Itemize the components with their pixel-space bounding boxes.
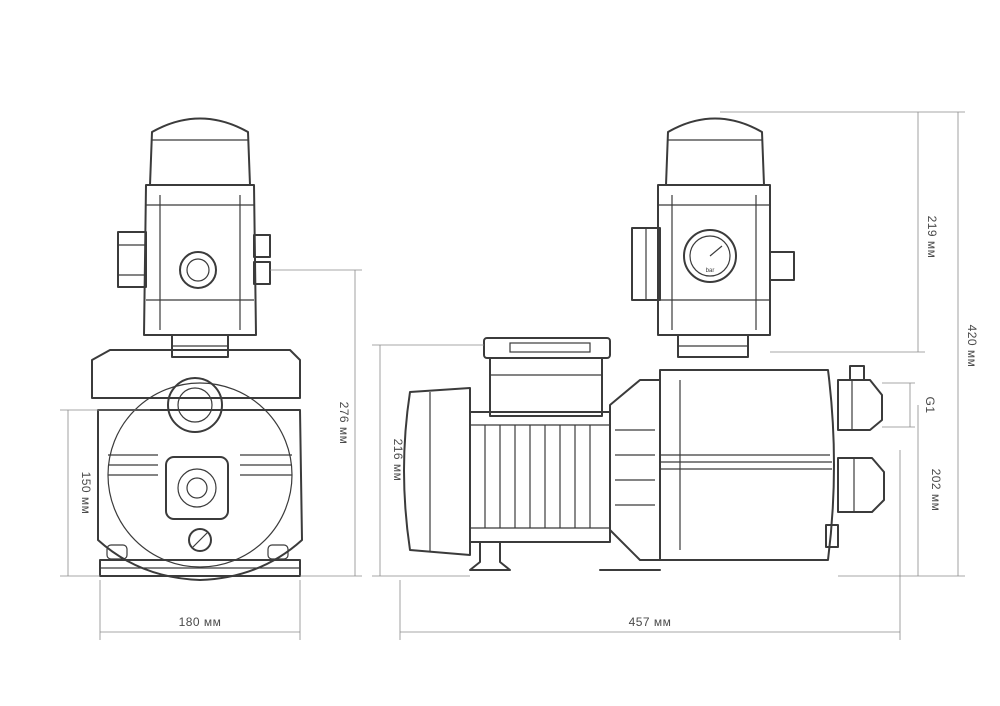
dim-thread-size: G1 [923, 396, 937, 413]
dim-side-outlet-height: 202 мм [929, 469, 943, 512]
side-inlet-fitting [837, 457, 885, 513]
motor-fan-cover [403, 387, 471, 556]
dim-front-shaft-height: 150 мм [79, 472, 93, 515]
dim-side-motor-height: 216 мм [391, 439, 405, 482]
dim-side-top-height: 219 мм [925, 216, 939, 259]
side-view: bar [403, 117, 885, 571]
pressure-gauge [683, 229, 737, 283]
side-switch-cap [665, 117, 765, 186]
front-cable-gland [117, 231, 147, 288]
front-bracket [91, 349, 301, 399]
front-outlet-port [167, 377, 223, 433]
dim-side-total-length: 457 мм [629, 615, 672, 629]
dim-front-width: 180 мм [179, 615, 222, 629]
side-outlet-fitting [837, 379, 883, 431]
dim-side-total-height: 420 мм [965, 325, 979, 368]
front-drain-plug [188, 528, 212, 552]
front-pump-housing [97, 409, 303, 581]
side-switch-body [657, 184, 771, 336]
front-switch-body [143, 184, 257, 336]
dimension-lines [60, 111, 965, 640]
terminal-box [483, 337, 611, 359]
front-switch-cap [149, 117, 251, 186]
front-view [91, 117, 303, 581]
motor-body [469, 411, 611, 543]
dim-front-total-height: 276 мм [337, 402, 351, 445]
front-inlet-port [165, 456, 229, 520]
gauge-unit-label: bar [706, 268, 715, 274]
front-switch-outlet [179, 251, 217, 289]
side-pump-housing [659, 369, 835, 561]
